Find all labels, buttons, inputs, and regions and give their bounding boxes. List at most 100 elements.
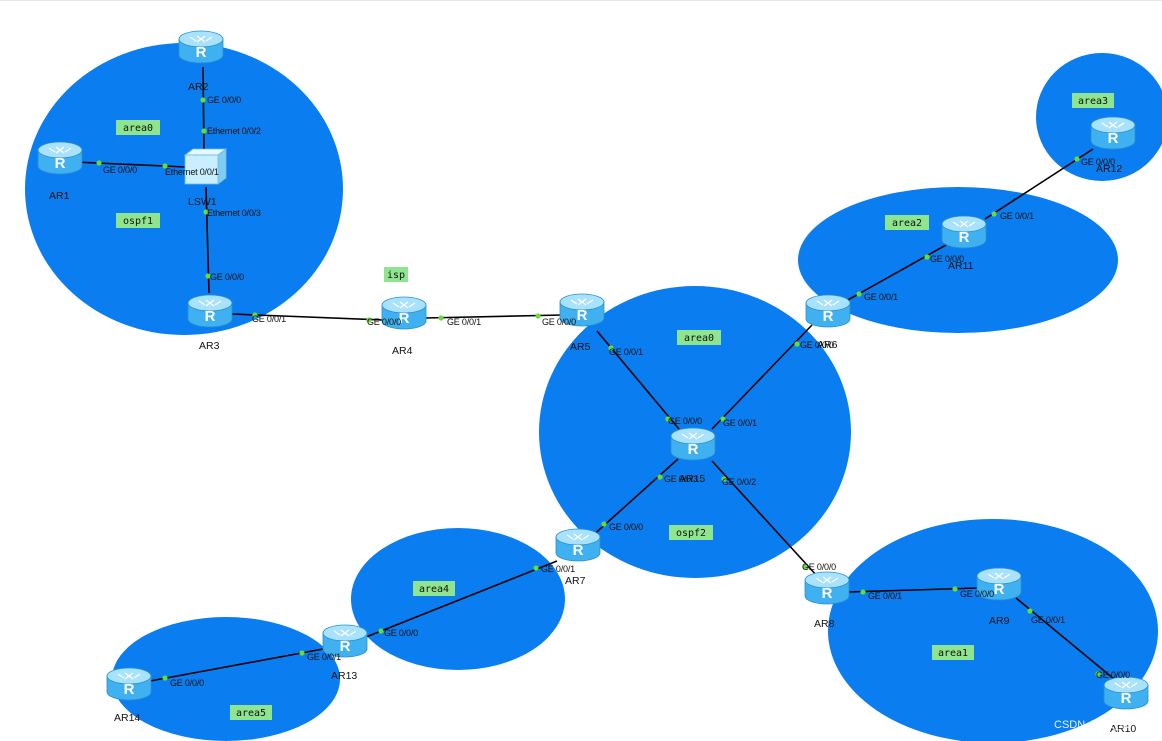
area-tag: area1 xyxy=(932,645,974,660)
device-label-ar15: AR15 xyxy=(679,473,705,485)
port-dot xyxy=(162,675,168,681)
router-ar1[interactable] xyxy=(37,141,83,175)
area-tag: ospf2 xyxy=(669,525,713,540)
port-label: Ethernet 0/0/2 xyxy=(207,126,261,136)
port-label: GE 0/0/0 xyxy=(1081,157,1115,167)
port-dot xyxy=(205,273,211,279)
port-label-layer: GE 0/0/0 Ethernet 0/0/2 GE 0/0/0 Etherne… xyxy=(103,95,1130,688)
link-ar15-ar8[interactable] xyxy=(711,460,819,578)
port-label: GE 0/0/0 xyxy=(1096,670,1130,680)
area-tag: area5 xyxy=(230,705,272,720)
link-ar7-ar13[interactable] xyxy=(365,560,558,638)
port-label: GE 0/0/1 xyxy=(307,652,341,662)
port-label: GE 0/0/2 xyxy=(722,477,756,487)
link-ar2-lsw1[interactable] xyxy=(202,66,205,152)
area-tag: area0 xyxy=(116,120,160,135)
port-label: GE 0/0/0 xyxy=(668,416,702,426)
port-dot xyxy=(299,650,305,656)
router-icon xyxy=(804,571,850,605)
link-ar13-ar14[interactable] xyxy=(149,648,324,682)
router-ar12[interactable] xyxy=(1090,116,1136,150)
device-label-ar3: AR3 xyxy=(199,340,220,352)
switch-icon xyxy=(183,148,228,185)
router-icon xyxy=(37,141,83,175)
router-ar6[interactable] xyxy=(805,294,851,328)
port-dot xyxy=(802,564,808,570)
port-label: GE 0/0/1 xyxy=(252,314,286,324)
router-icon xyxy=(941,215,987,249)
device-label-ar8: AR8 xyxy=(814,618,835,630)
port-dot xyxy=(162,163,168,169)
port-dot xyxy=(1095,671,1101,677)
port-label: GE 0/0/1 xyxy=(864,292,898,302)
device-label-lsw1: LSW1 xyxy=(188,196,217,208)
port-label: GE 0/0/1 xyxy=(609,347,643,357)
area-tag-label: ospf2 xyxy=(676,528,706,539)
zone-layer xyxy=(25,43,1162,741)
link-ar11-ar12[interactable] xyxy=(984,148,1094,220)
port-dot xyxy=(366,317,372,323)
port-dot xyxy=(1074,156,1080,162)
port-label: GE 0/0/0 xyxy=(210,272,244,282)
device-label-ar10: AR10 xyxy=(1110,723,1136,735)
port-label: GE 0/0/0 xyxy=(384,628,418,638)
zone-area2 xyxy=(798,187,1118,333)
port-dot-layer xyxy=(96,97,1101,681)
router-ar2[interactable] xyxy=(178,30,224,64)
router-ar7[interactable] xyxy=(555,528,601,562)
port-label: GE 0/0/0 xyxy=(609,522,643,532)
area-tag-label: area4 xyxy=(419,584,449,595)
router-icon xyxy=(1103,676,1149,710)
port-dot xyxy=(721,476,727,482)
router-ar10[interactable] xyxy=(1103,676,1149,710)
zone-area4 xyxy=(351,528,565,670)
area-tag-label: area3 xyxy=(1078,96,1108,107)
switch-lsw1[interactable] xyxy=(183,148,228,185)
port-dot xyxy=(952,586,958,592)
area-tag: ospf1 xyxy=(116,213,160,228)
port-dot xyxy=(924,254,930,260)
port-label: GE 0/0/1 xyxy=(447,317,481,327)
device-label-ar13: AR13 xyxy=(331,670,357,682)
port-dot xyxy=(96,160,102,166)
device-label-ar5: AR5 xyxy=(570,341,591,353)
port-dot xyxy=(794,341,800,347)
area-tag: area2 xyxy=(885,215,929,230)
device-label-ar7: AR7 xyxy=(565,575,586,587)
router-ar14[interactable] xyxy=(106,667,152,701)
zone-area5 xyxy=(112,617,340,741)
router-icon xyxy=(1090,116,1136,150)
port-label: GE 0/0/1 xyxy=(1031,615,1065,625)
port-label: GE 0/0/0 xyxy=(542,317,576,327)
area-tag-label: area0 xyxy=(123,123,153,134)
port-dot xyxy=(200,97,206,103)
router-icon xyxy=(178,30,224,64)
area-tag: area0 xyxy=(677,330,721,345)
router-icon xyxy=(670,427,716,461)
port-dot xyxy=(856,291,862,297)
area-tag-label: area0 xyxy=(684,333,714,344)
port-label: GE 0/0/1 xyxy=(1000,211,1034,221)
port-label: GE 0/0/1 xyxy=(868,591,902,601)
device-label-ar2: AR2 xyxy=(188,81,209,93)
port-label: GE 0/0/0 xyxy=(207,95,241,105)
device-label-layer: AR2 AR1 LSW1 AR3 AR4 AR5 AR6 AR11 AR12 A… xyxy=(49,81,1136,735)
port-label: GE 0/0/1 xyxy=(541,564,575,574)
device-label-ar11: AR11 xyxy=(948,260,974,272)
port-dot xyxy=(601,521,607,527)
port-dot xyxy=(657,474,663,480)
link-ar6-ar11[interactable] xyxy=(845,244,947,302)
router-ar8[interactable] xyxy=(804,571,850,605)
device-label-ar12: AR12 xyxy=(1096,163,1122,175)
port-label: GE 0/0/0 xyxy=(170,678,204,688)
port-dot xyxy=(665,416,671,422)
port-dot xyxy=(1027,608,1033,614)
port-label: GE 0/0/0 xyxy=(103,165,137,175)
router-ar15[interactable] xyxy=(670,427,716,461)
zone-area3 xyxy=(1036,53,1162,181)
router-icon xyxy=(555,528,601,562)
router-ar3[interactable] xyxy=(187,294,233,328)
area-tag-label: ospf1 xyxy=(123,216,153,227)
router-ar11[interactable] xyxy=(941,215,987,249)
